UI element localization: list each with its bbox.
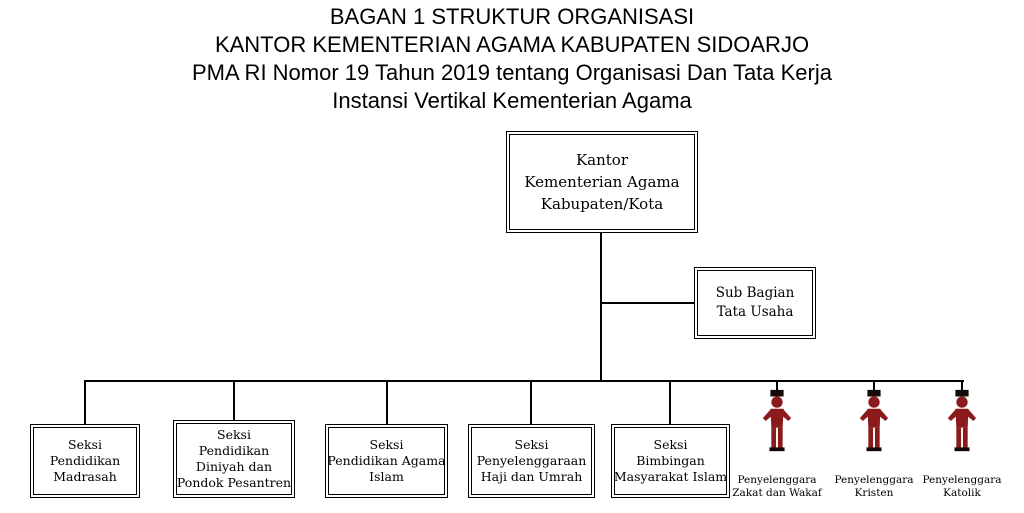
connector-drop-kristen [873, 380, 875, 390]
person-figure-icon [756, 388, 798, 454]
connector-to-sub-bagian [601, 302, 694, 304]
org-unit-katolik: Penyelenggara Katolik [906, 388, 1018, 500]
title-line-1: BAGAN 1 STRUKTUR ORGANISASI [329, 4, 695, 29]
org-box-seksi-pendidikan-diniyah: Seksi Pendidikan Diniyah dan Pondok Pesa… [173, 420, 295, 498]
connector-bus [84, 380, 964, 382]
connector-drop-agama-islam [386, 380, 388, 424]
org-label-zakat-wakaf: Penyelenggara Zakat dan Wakaf [732, 474, 822, 499]
title-line-4: Instansi Vertikal Kementerian Agama [332, 88, 692, 113]
connector-drop-haji-umrah [530, 380, 532, 424]
person-figure-icon [941, 388, 983, 454]
title-line-3: PMA RI Nomor 19 Tahun 2019 tentang Organ… [191, 60, 832, 85]
org-label-katolik: Penyelenggara Katolik [922, 474, 1002, 499]
org-box-seksi-haji-umrah: Seksi Penyelenggaraan Haji dan Umrah [468, 424, 595, 498]
org-box-seksi-bimas-islam: Seksi Bimbingan Masyarakat Islam [611, 424, 730, 498]
org-box-seksi-pendidikan-agama-islam: Seksi Pendidikan Agama Islam [325, 424, 448, 498]
page-title: BAGAN 1 STRUKTUR ORGANISASI KANTOR KEMEN… [0, 3, 1024, 115]
org-unit-zakat-wakaf: Penyelenggara Zakat dan Wakaf [721, 388, 833, 500]
title-line-2: KANTOR KEMENTERIAN AGAMA KABUPATEN SIDOA… [214, 32, 810, 57]
org-unit-kristen: Penyelenggara Kristen [818, 388, 930, 500]
connector-drop-zakat-wakaf [776, 380, 778, 390]
person-figure-icon [853, 388, 895, 454]
connector-drop-madrasah [84, 380, 86, 424]
org-box-kantor-kemenag: Kantor Kementerian Agama Kabupaten/Kota [506, 131, 698, 233]
org-label-kristen: Penyelenggara Kristen [834, 474, 914, 499]
org-box-seksi-pendidikan-madrasah: Seksi Pendidikan Madrasah [30, 424, 140, 498]
connector-drop-diniyah [233, 380, 235, 420]
connector-drop-katolik [961, 380, 963, 390]
connector-trunk [600, 232, 602, 382]
connector-drop-bimas-islam [669, 380, 671, 424]
org-box-sub-bagian-tata-usaha: Sub Bagian Tata Usaha [694, 267, 816, 339]
